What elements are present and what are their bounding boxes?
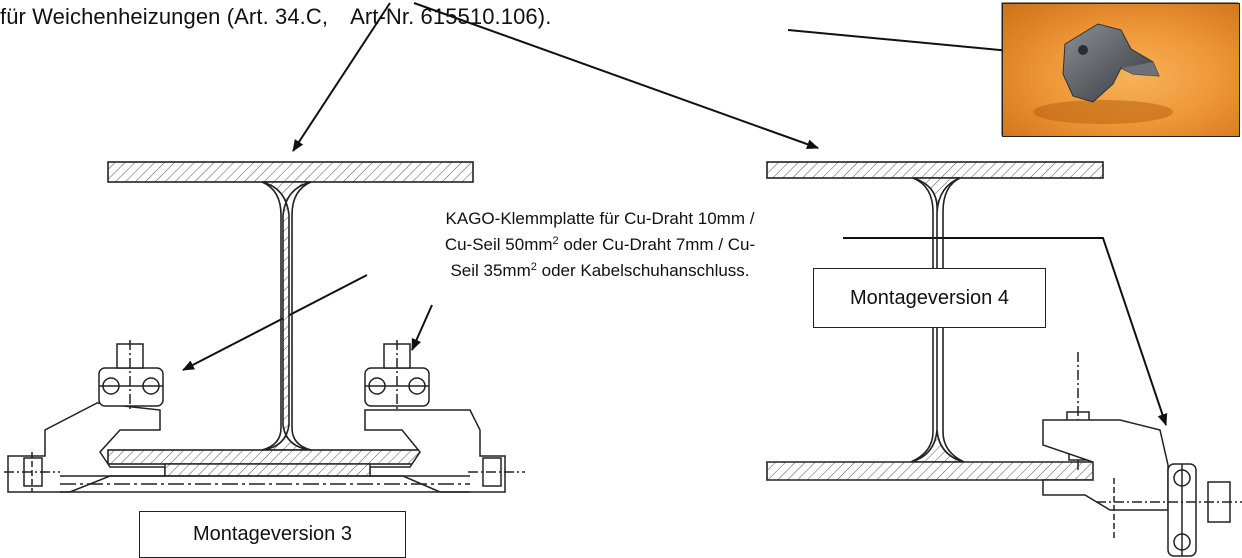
arrow-to-right-beam [413,2,819,149]
label-montageversion-4: Montageversion 4 [813,268,1046,328]
right-beam-top-flange [766,161,1104,179]
note-line-3: Seil 35mm2 oder Kabelschuhanschluss. [450,261,750,280]
left-beam-bottom-flange [107,449,443,465]
right-clamp-assembly [364,340,525,493]
header-text-right: Art-Nr. 615510.106). [350,4,552,29]
left-beam-top-flange [107,161,474,183]
right-i-beam [766,161,1123,481]
arrow-note-right [411,304,433,351]
clamp-photo [1002,3,1240,137]
header-text-left: für Weichenheizungen (Art. 34.C, [0,4,329,29]
header-text: für Weichenheizungen (Art. 34.C, Art-Nr. … [0,4,551,30]
leader-arrows [182,2,1168,426]
left-cross-rod [60,463,470,493]
arrow-note-to-v4 [843,237,1168,426]
note-line-1: KAGO-Klemmplatte für Cu-Draht 10mm / [445,209,755,228]
note-line-2: Cu-Seil 50mm2 oder Cu-Draht 7mm / Cu- [444,235,756,254]
left-beam-web-lines [261,181,312,451]
left-beam-web [261,181,312,451]
right-beam-bottom-flange [766,461,1123,481]
clamp-part-icon [1033,23,1173,124]
label-montageversion-3: Montageversion 3 [139,511,406,558]
v4-clamp-assembly [1042,352,1242,557]
left-clamp-assembly [4,340,166,493]
arrow-to-left-beam [292,2,391,152]
arrow-note-left [182,274,368,371]
v4-clamp-body [1042,419,1169,511]
clamp-plate-note: KAGO-Klemmplatte für Cu-Draht 10mm / Cu-… [345,206,855,284]
